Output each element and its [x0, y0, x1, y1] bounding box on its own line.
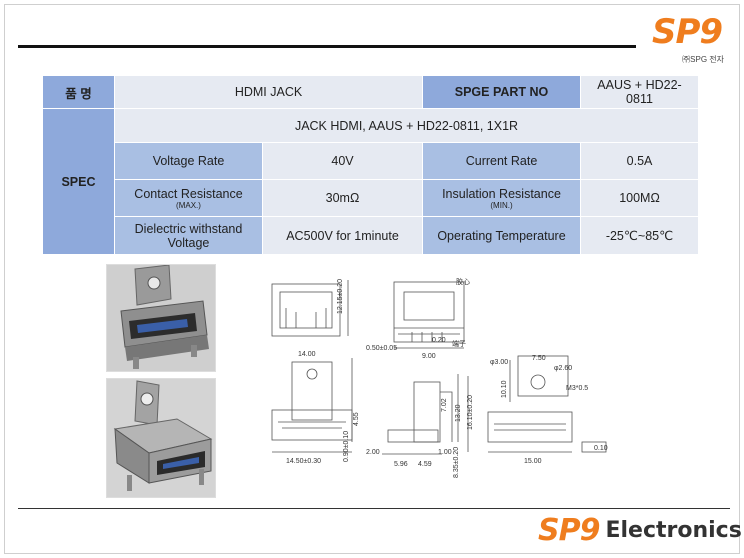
- spec-label-insulation-resistance: Insulation Resistance(MIN.): [422, 179, 581, 217]
- spec-value-voltage: 40V: [262, 142, 423, 180]
- dim-label: 1.00: [438, 449, 452, 456]
- name-value: HDMI JACK: [114, 75, 423, 109]
- dim-label: 16.10±0.20: [467, 395, 474, 430]
- technical-drawing: 12.15±0.20 0.50±0.05 0.20 9.00 14.00 7.5…: [271, 277, 608, 478]
- spec-value-dielectric: AC500V for 1minute: [262, 216, 423, 255]
- dim-label: 10.10: [501, 380, 508, 398]
- part-value: AAUS + HD22-0811: [580, 75, 699, 109]
- spec-value-temperature: -25℃~85℃: [580, 216, 699, 255]
- dim-label: φ2.60: [554, 365, 572, 372]
- company-logo: SP9 ㈜SPG 전자: [652, 12, 728, 70]
- table-row: Voltage Rate 40V Current Rate 0.5A: [43, 142, 699, 180]
- dim-label: 13.20: [455, 404, 462, 422]
- dim-label: 4.55: [353, 412, 360, 426]
- table-row: Dielectric withstand Voltage AC500V for …: [43, 216, 699, 255]
- dim-label: 9.00: [422, 353, 436, 360]
- table-row-desc: SPEC JACK HDMI, AAUS + HD22-0811, 1X1R: [42, 108, 699, 255]
- name-label: 품 명: [42, 75, 115, 109]
- dim-label: 14.00: [298, 351, 316, 358]
- logo-subtitle: ㈜SPG 전자: [682, 55, 724, 64]
- table-row: Contact Resistance(MAX.) 30mΩ Insulation…: [43, 179, 699, 217]
- dim-label: 7.02: [441, 398, 448, 412]
- spec-label: SPEC: [42, 108, 115, 255]
- slide-frame: [4, 4, 740, 554]
- logo-wordmark: Electronics: [605, 517, 742, 543]
- connector-photo-front: [107, 265, 215, 371]
- part-label: SPGE PART NO: [422, 75, 581, 109]
- top-divider: [18, 45, 636, 48]
- spec-label-current: Current Rate: [422, 142, 581, 180]
- bottom-divider: [18, 508, 730, 509]
- company-logo-footer: SP9 Electronics: [538, 510, 742, 550]
- spec-description: JACK HDMI, AAUS + HD22-0811, 1X1R: [114, 108, 699, 143]
- spec-value-contact-resistance: 30mΩ: [262, 179, 423, 217]
- dim-label: 12.15±0.20: [337, 279, 344, 314]
- dim-label: 0.90±0.10: [343, 431, 350, 462]
- product-photo-angle: [106, 378, 216, 498]
- spec-value-insulation-resistance: 100MΩ: [580, 179, 699, 217]
- logo-mark: SP9: [652, 12, 723, 52]
- dim-label: 0.50±0.05: [366, 345, 397, 352]
- dim-label: 2.00: [366, 449, 380, 456]
- connector-photo-angle: [107, 379, 215, 497]
- dim-label: 5.96: [394, 461, 408, 468]
- dim-label: M3*0.5: [566, 385, 588, 392]
- dim-label: 4.59: [418, 461, 432, 468]
- drawing-note: 胶心: [456, 277, 470, 286]
- drawing-note: 端子: [452, 339, 466, 348]
- dim-label: φ3.00: [490, 359, 508, 366]
- dim-label: 0.10: [594, 445, 608, 452]
- spec-label-temperature: Operating Temperature: [422, 216, 581, 255]
- spec-value-current: 0.5A: [580, 142, 699, 180]
- table-row-name: 품 명 HDMI JACK SPGE PART NO AAUS + HD22-0…: [42, 75, 699, 109]
- logo-mark-footer: SP9: [538, 512, 600, 548]
- dim-label: 0.20: [432, 337, 446, 344]
- dim-label: 8.35±0.20: [453, 447, 460, 478]
- spec-table: 품 명 HDMI JACK SPGE PART NO AAUS + HD22-0…: [42, 75, 699, 255]
- spec-label-dielectric: Dielectric withstand Voltage: [114, 216, 263, 255]
- spec-label-voltage: Voltage Rate: [114, 142, 263, 180]
- product-photo-front: [106, 264, 216, 372]
- dim-label: 14.50±0.30: [286, 458, 321, 465]
- dim-label: 7.50: [532, 355, 546, 362]
- dim-label: 15.00: [524, 458, 542, 465]
- spec-label-contact-resistance: Contact Resistance(MAX.): [114, 179, 263, 217]
